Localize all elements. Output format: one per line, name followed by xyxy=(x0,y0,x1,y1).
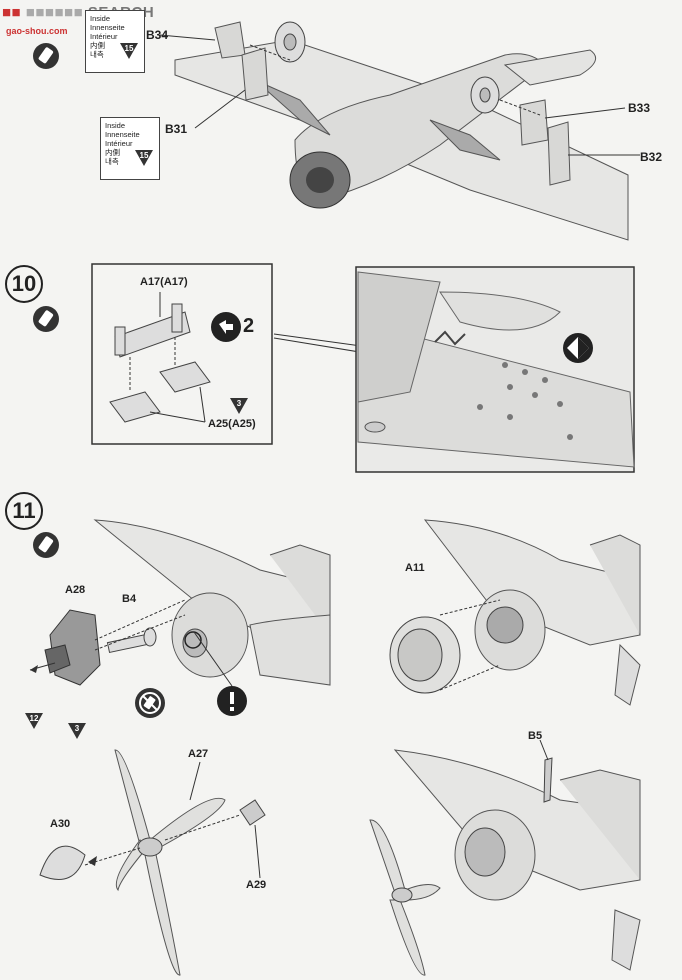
step10-illustration xyxy=(273,266,635,473)
part-label-a27: A27 xyxy=(188,748,209,760)
part-label-a28: A28 xyxy=(65,584,86,596)
make-two-icon xyxy=(211,312,241,342)
glue-icon xyxy=(33,306,59,332)
part-label-b32: B32 xyxy=(640,150,663,164)
quantity-label: 2 xyxy=(243,315,255,337)
step9-illustration xyxy=(159,21,640,241)
part-label-b5: B5 xyxy=(528,730,543,742)
inside-note-top: Inside Innenseite Intérieur 内側 내측 15 xyxy=(85,10,145,73)
step-number-10: 10 xyxy=(5,265,43,303)
step-number-11: 11 xyxy=(5,492,43,530)
caution-leader xyxy=(193,631,233,687)
part-label-a29: A29 xyxy=(246,879,267,891)
step-ref-triangle xyxy=(135,150,153,166)
caution-icon xyxy=(217,686,247,716)
step-ref-triangle xyxy=(25,713,43,729)
view-direction-icon xyxy=(563,333,593,363)
part-label-b33: B33 xyxy=(628,101,651,115)
part-label-a17: A17(A17) xyxy=(140,276,188,288)
step-ref-triangle xyxy=(68,723,86,739)
step-ref-triangle xyxy=(230,398,248,414)
glue-icon xyxy=(33,532,59,558)
step11-engine-illustration xyxy=(29,519,641,706)
no-glue-icon xyxy=(135,688,165,718)
step11-propeller-illustration xyxy=(39,740,641,976)
part-label-b4: B4 xyxy=(122,593,137,605)
part-label-a11: A11 xyxy=(405,562,425,574)
part-label-b31: B31 xyxy=(165,122,188,136)
part-label-a30: A30 xyxy=(50,818,71,830)
watermark-sub: gao-shou.com xyxy=(6,26,68,36)
glue-icon xyxy=(33,43,59,69)
part-label-a25: A25(A25) xyxy=(208,418,256,430)
inside-note-bottom: Inside Innenseite Intérieur 内側 내측 15 xyxy=(100,117,160,180)
part-label-b34: B34 xyxy=(146,28,169,42)
step10-parts-box xyxy=(91,263,273,445)
step-ref-triangle xyxy=(120,43,138,59)
